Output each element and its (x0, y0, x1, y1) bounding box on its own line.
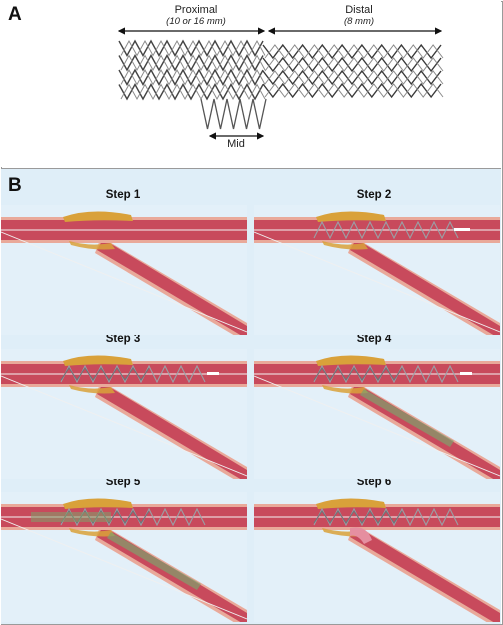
stent-strut-row (264, 44, 444, 59)
plaque-top (316, 211, 386, 222)
distal-label-text: Distal (345, 4, 373, 16)
side-guidewire (254, 375, 500, 477)
step-2-title: Step 2 (356, 189, 392, 201)
stent-struts (313, 220, 459, 240)
plaque-top (63, 211, 133, 222)
stent-struts (60, 364, 206, 384)
stent-drawing (117, 27, 444, 140)
distal-sub-text: (8 mm) (343, 16, 375, 27)
plaque-carina (69, 241, 115, 250)
stent-struts (60, 367, 150, 381)
side-branch-lumen (350, 239, 500, 335)
plaque-carina (69, 528, 115, 537)
plaque-top (63, 355, 133, 366)
panel-b-letter: B (8, 175, 22, 196)
stent-strut-row (118, 68, 264, 86)
plaque-carina (322, 385, 368, 394)
step-1-title: Step 1 (105, 189, 141, 201)
panel-a: A Proximal (10 or 16 mm) Distal (8 mm) M… (1, 1, 501, 167)
distal-label: Distal (8 mm) (319, 4, 399, 27)
stent-strut-row (262, 56, 442, 73)
proximal-label: Proximal (10 or 16 mm) (151, 4, 241, 27)
stent-strut-row (264, 83, 444, 98)
side-branch-balloon (107, 532, 201, 590)
stent-struts (313, 510, 403, 524)
panel-a-letter: A (8, 4, 22, 25)
reconstructed-ostium (350, 527, 372, 544)
stent-strut-row (262, 82, 442, 99)
plaque-top (316, 355, 386, 366)
stent-strut-row (120, 54, 266, 72)
step-4-title: Step 4 (356, 333, 392, 345)
side-branch-lumen (350, 526, 500, 622)
balloon-marker (454, 228, 470, 231)
stent-mesh (118, 39, 444, 130)
step-4-illustration (254, 349, 500, 479)
step-3-title: Step 3 (105, 333, 141, 345)
stent-struts (313, 507, 459, 527)
step-6-title: Step 6 (356, 476, 392, 488)
step-3-illustration (1, 349, 247, 479)
plaque-carina (322, 241, 368, 250)
stent-strut-row (262, 43, 442, 60)
proximal-label-text: Proximal (174, 4, 218, 16)
step-1-illustration (1, 205, 247, 335)
side-branch-lumen (97, 383, 247, 479)
mid-label: Mid (227, 138, 245, 150)
balloon-marker (460, 372, 472, 375)
stent-strut-row (264, 57, 444, 72)
stent-mid-flare (200, 98, 267, 130)
stent-strut-row (120, 39, 266, 57)
side-guidewire (1, 518, 247, 620)
step-6-illustration (254, 492, 500, 622)
balloon-marker (207, 372, 219, 375)
proximal-sub-text: (10 or 16 mm) (166, 16, 226, 27)
stent-struts (313, 367, 403, 381)
stent-strut-row (118, 39, 264, 57)
stent-strut-row (120, 68, 266, 86)
panel-b: B Step 1 Step 2 Step 3 Step 4 Step 5 Ste… (1, 168, 501, 624)
step-2-illustration (254, 205, 500, 335)
stent-strut-row (120, 83, 266, 101)
side-branch-lumen (97, 239, 247, 335)
stent-strut-row (262, 69, 442, 86)
step-5-illustration (1, 492, 247, 622)
side-guidewire (1, 231, 247, 333)
stent-strut-row (264, 70, 444, 85)
stent-struts (313, 364, 459, 384)
side-guidewire (1, 375, 247, 477)
stent-struts (60, 507, 206, 527)
side-branch-balloon (360, 389, 454, 447)
step-5-title: Step 5 (105, 476, 141, 488)
plaque-top (63, 498, 133, 509)
main-balloon (31, 512, 111, 522)
plaque-carina (69, 385, 115, 394)
stent-strut-row (118, 54, 264, 72)
side-guidewire (254, 231, 500, 333)
plaque-top (316, 498, 386, 509)
stent-strut-row (118, 83, 264, 101)
